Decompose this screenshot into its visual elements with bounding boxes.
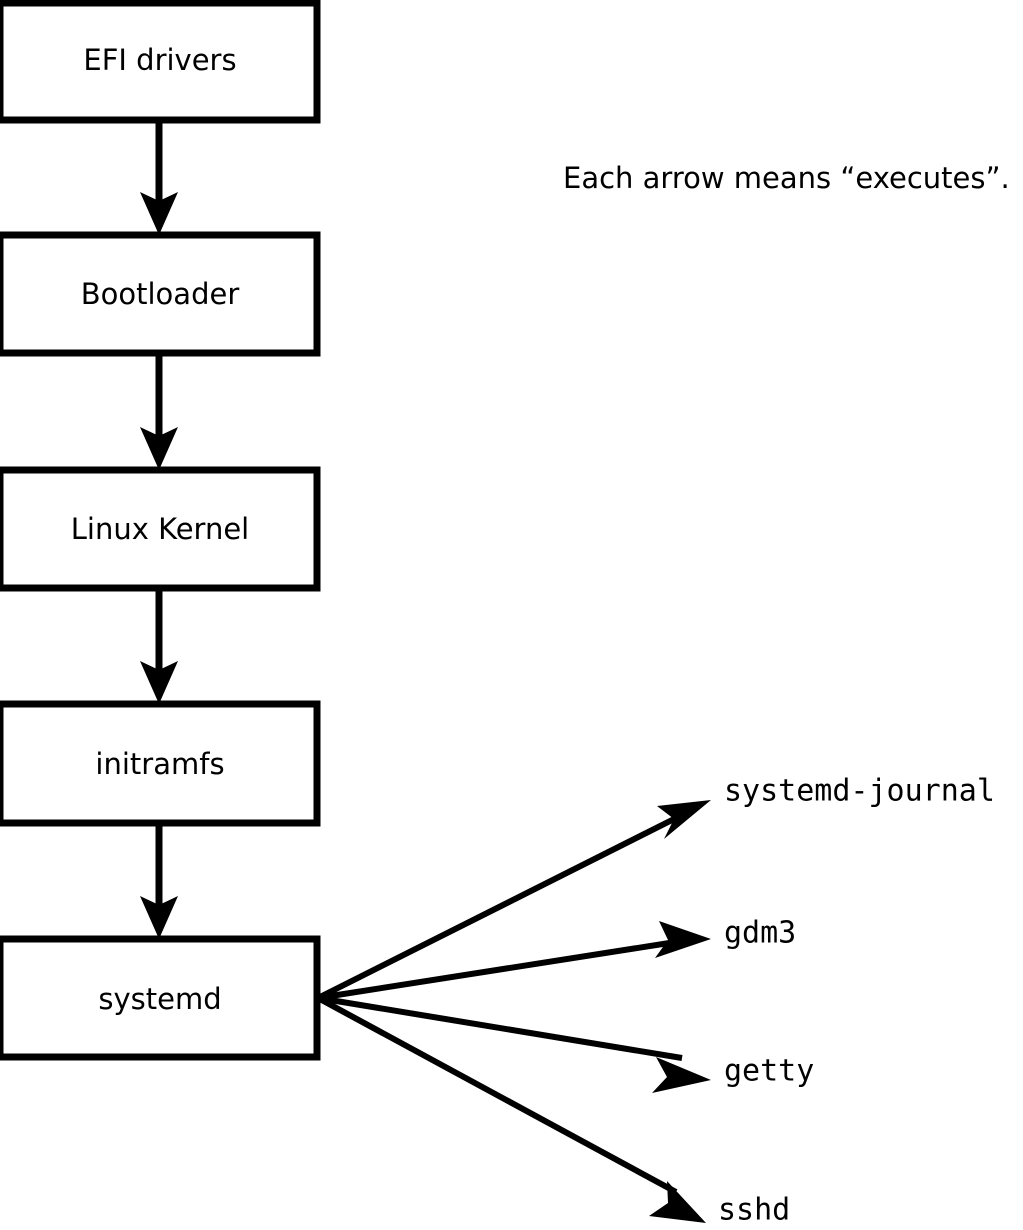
node-linux-kernel[interactable]: Linux Kernel [0, 466, 321, 592]
fanout-systemd-journal [316, 800, 711, 1001]
leaf-label-sshd[interactable]: sshd [718, 1193, 790, 1228]
node-label: Bootloader [81, 277, 240, 311]
fanout-gdm3 [317, 921, 711, 1001]
node-efi-drivers[interactable]: EFI drivers [0, 0, 321, 124]
arrowhead-down-icon [140, 896, 178, 939]
fanout-line [316, 995, 678, 1195]
fanout-connectors [316, 800, 711, 1223]
node-box [0, 935, 321, 1061]
node-box [0, 231, 321, 357]
node-box [0, 466, 321, 592]
fanout-line [317, 938, 683, 1001]
node-box [0, 700, 321, 827]
node-label: systemd [98, 982, 221, 1016]
fanout-line [317, 995, 683, 1061]
node-label: EFI drivers [83, 43, 236, 77]
leaf-label-systemd-journal[interactable]: systemd-journal [724, 774, 995, 809]
node-label: initramfs [95, 747, 224, 781]
connector-kernel-to-initramfs [140, 586, 178, 704]
arrowhead-down-icon [140, 427, 178, 470]
node-systemd[interactable]: systemd [0, 935, 321, 1061]
arrowhead-icon [655, 921, 711, 958]
fanout-sshd [316, 995, 706, 1223]
arrowhead-down-icon [140, 192, 178, 235]
diagram-caption: Each arrow means “executes”. [563, 161, 1010, 195]
fanout-labels: systemd-journal gdm3 getty sshd [718, 774, 995, 1228]
node-initramfs[interactable]: initramfs [0, 700, 321, 827]
arrowhead-down-icon [140, 661, 178, 704]
node-box [0, 0, 321, 124]
fanout-getty [317, 995, 711, 1093]
arrowhead-icon [652, 1057, 711, 1093]
leaf-label-getty[interactable]: getty [724, 1054, 814, 1089]
arrowhead-icon [657, 800, 711, 839]
leaf-label-gdm3[interactable]: gdm3 [724, 916, 796, 951]
connector-efi-to-bootloader [140, 118, 178, 235]
connector-initramfs-to-systemd [140, 821, 178, 939]
fanout-line [316, 811, 686, 1001]
connector-bootloader-to-kernel [140, 351, 178, 470]
node-bootloader[interactable]: Bootloader [0, 231, 321, 357]
arrowhead-icon [649, 1181, 706, 1223]
node-label: Linux Kernel [71, 512, 249, 546]
chain-connectors [140, 118, 178, 939]
